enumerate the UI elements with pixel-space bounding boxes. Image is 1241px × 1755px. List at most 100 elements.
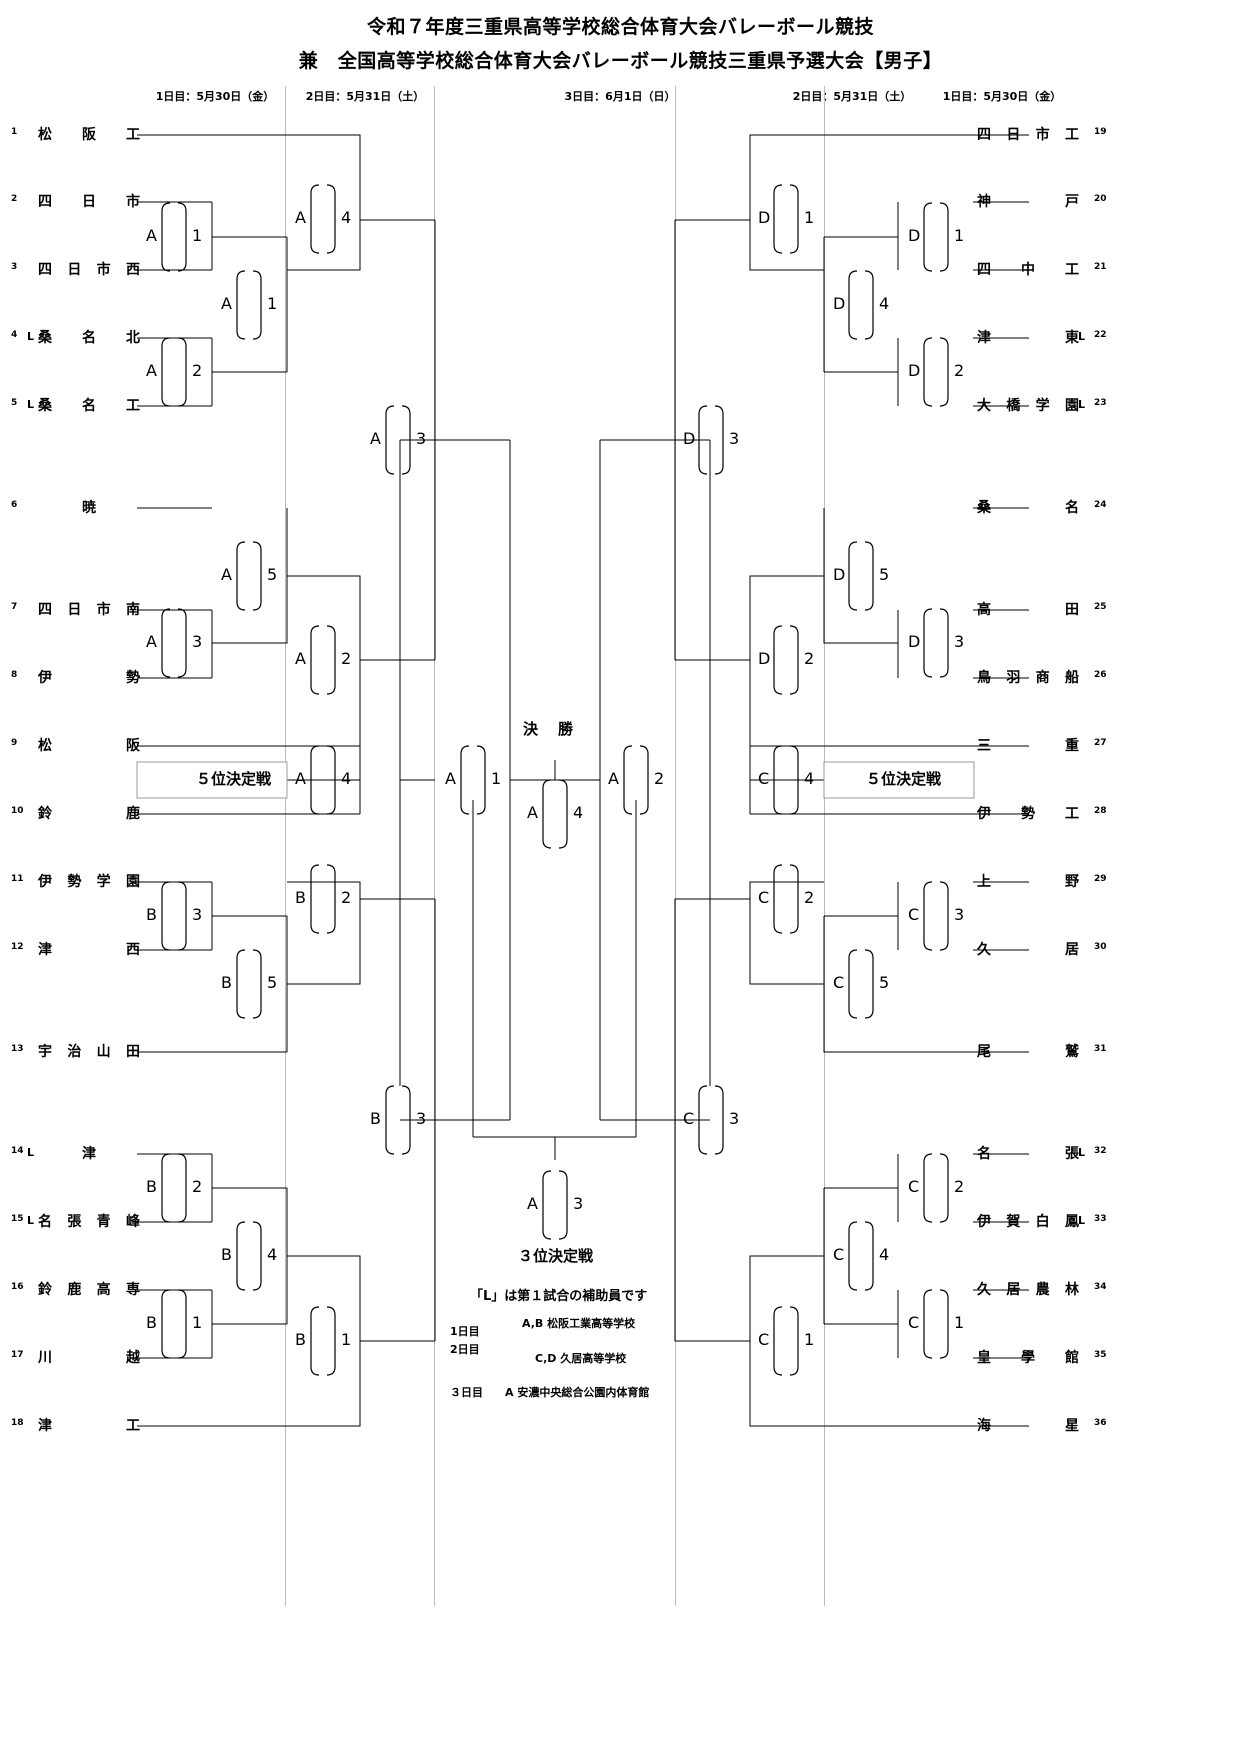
match-bracket-left	[542, 1170, 552, 1240]
team-name-char: 越	[126, 1350, 140, 1366]
team-name-char: 暁	[82, 500, 96, 516]
match-bracket-left	[623, 745, 633, 815]
team-name: 津西	[38, 939, 140, 959]
venue-day2: 2日目	[450, 1343, 480, 1356]
match-bracket	[848, 270, 874, 340]
team-name-char: 名	[82, 330, 96, 346]
court-letter: A	[221, 294, 232, 313]
team-name-char: 西	[125, 262, 140, 278]
team-name: 鳥羽商船	[977, 667, 1079, 687]
match-bracket	[848, 541, 874, 611]
team-name-char: 重	[1065, 738, 1079, 754]
match-bracket-right	[252, 1221, 262, 1291]
court-letter: D	[683, 429, 696, 448]
game-number: 4	[879, 1245, 890, 1264]
assistant-mark: L	[27, 330, 35, 343]
team-name-char: 農	[1035, 1282, 1050, 1298]
match-bracket	[773, 864, 799, 934]
team-name: 神戸	[977, 191, 1079, 211]
game-number: 2	[954, 361, 965, 380]
team-name: 宇治山田	[38, 1041, 140, 1061]
team-number: 36	[1094, 1418, 1107, 1428]
match-bracket-left	[161, 608, 171, 678]
match-bracket-left	[923, 1153, 933, 1223]
team-name-char: 居	[1006, 1282, 1021, 1298]
team-name-char: 羽	[1006, 670, 1021, 686]
team-name: 久居農林	[977, 1279, 1079, 1299]
team-name: 桑名工	[38, 395, 140, 415]
match-bracket-left	[542, 779, 552, 849]
match-bracket-left	[698, 405, 708, 475]
team-name-char: 尾	[977, 1044, 991, 1060]
team-number: 31	[1094, 1044, 1107, 1054]
match-bracket-right	[864, 949, 874, 1019]
team-name-char: 工	[1065, 806, 1079, 822]
team-name-char: 専	[125, 1282, 140, 1298]
team-name-char: 久	[977, 1282, 991, 1298]
team-name-char: 阪	[126, 738, 140, 754]
match-bracket-right	[177, 202, 187, 272]
court-letter: D	[908, 226, 921, 245]
team-name-char: 名	[82, 398, 96, 414]
match-bracket-right	[252, 949, 262, 1019]
court-letter: B	[146, 1177, 157, 1196]
match-bracket-right	[714, 405, 724, 475]
team-name-char: 伊	[38, 874, 52, 890]
team-name-char: 鷲	[1065, 1044, 1079, 1060]
match-bracket-left	[848, 270, 858, 340]
game-number: 5	[879, 565, 890, 584]
team-name-char: 山	[96, 1044, 111, 1060]
match-bracket-right	[177, 1153, 187, 1223]
team-name-char: 津	[38, 1418, 52, 1434]
match-bracket-right	[939, 1153, 949, 1223]
match-bracket-right	[326, 1306, 336, 1376]
team-name: 暁	[38, 497, 140, 517]
match-bracket-left	[161, 202, 171, 272]
match-bracket-left	[236, 949, 246, 1019]
court-letter: C	[908, 905, 920, 924]
column-divider	[434, 86, 435, 1606]
team-name-char: 日	[67, 262, 82, 278]
venue-ab: A,B 松阪工業高等学校	[522, 1317, 636, 1330]
match-bracket-right	[476, 745, 486, 815]
match-bracket-right	[252, 270, 262, 340]
title-line-1: 令和７年度三重県高等学校総合体育大会バレーボール競技	[366, 16, 874, 38]
team-name-char: 白	[1035, 1214, 1050, 1230]
match-bracket-left	[161, 1153, 171, 1223]
team-name-char: 桑	[38, 330, 52, 346]
game-number: 3	[954, 632, 965, 651]
court-letter: A	[146, 632, 157, 651]
game-number: 3	[192, 905, 203, 924]
match-bracket-right	[789, 625, 799, 695]
team-name: 四日市工	[977, 124, 1079, 144]
match-bracket-left	[848, 541, 858, 611]
match-bracket-left	[460, 745, 470, 815]
team-name: 伊勢	[38, 667, 140, 687]
match-bracket	[310, 625, 336, 695]
team-number: 17	[11, 1350, 24, 1360]
court-letter: D	[833, 565, 846, 584]
court-letter: A	[146, 361, 157, 380]
fifth-place-box-left	[136, 761, 288, 799]
team-name-char: 林	[1064, 1282, 1079, 1298]
team-name: 津工	[38, 1415, 140, 1435]
team-name: 久居	[977, 939, 1079, 959]
team-name-char: 伊	[38, 670, 52, 686]
team-name: 高田	[977, 599, 1079, 619]
match-bracket-right	[326, 745, 336, 815]
match-bracket-left	[310, 1306, 320, 1376]
match-bracket	[385, 405, 411, 475]
match-bracket-right	[939, 202, 949, 272]
match-bracket-left	[310, 184, 320, 254]
match-bracket	[923, 1289, 949, 1359]
court-letter: C	[758, 888, 770, 907]
team-name-char: 東	[1065, 330, 1079, 346]
team-number: 8	[11, 670, 18, 680]
game-number: 2	[804, 888, 815, 907]
team-name-char: 学	[1035, 398, 1050, 414]
game-number: 1	[491, 769, 502, 788]
match-bracket	[310, 745, 336, 815]
match-bracket-right	[939, 337, 949, 407]
match-bracket	[773, 1306, 799, 1376]
court-letter: C	[908, 1313, 920, 1332]
